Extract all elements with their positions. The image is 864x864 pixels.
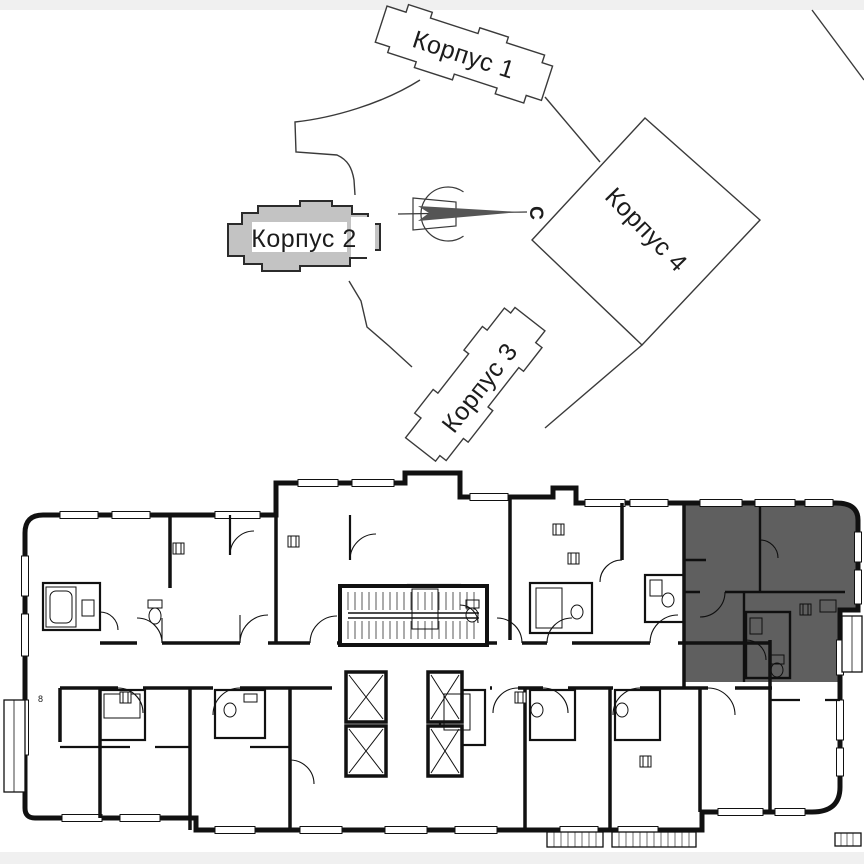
- site-plan: Корпус 1 Корпус 2 Корпус 3 Корпус 4 С: [227, 0, 864, 470]
- selected-apartment-doors: [699, 539, 779, 661]
- compass: С: [397, 186, 546, 242]
- building-korpus-4-outline[interactable]: [531, 117, 762, 346]
- building-korpus-4[interactable]: Корпус 4: [531, 117, 762, 346]
- selected-apartment[interactable]: [684, 503, 858, 682]
- site-boundary-lines: [294, 9, 864, 429]
- balconies: [3, 615, 863, 848]
- building-korpus-2-label-bg: [252, 222, 347, 252]
- unit-number-label: 8: [38, 694, 43, 704]
- building-korpus-3[interactable]: Корпус 3: [399, 299, 551, 470]
- door-arcs: [99, 530, 736, 785]
- building-korpus-2[interactable]: Корпус 2: [227, 200, 381, 272]
- compass-north-label: С: [525, 206, 546, 220]
- staircase: [338, 584, 489, 647]
- building-korpus-3-outline[interactable]: [399, 299, 551, 470]
- elevator-cross-icon: [348, 674, 460, 774]
- building-korpus-2-label: Корпус 2: [251, 225, 356, 253]
- selected-apartment-walls: [684, 505, 845, 682]
- north-arrow-icon: [418, 206, 520, 221]
- building-korpus-2-number-bg: [351, 217, 375, 257]
- elevators: [344, 670, 464, 778]
- vent-icons: [119, 523, 652, 768]
- bottom-strip: [0, 852, 864, 864]
- floor-plan: 8: [3, 470, 863, 848]
- compass-box: [412, 197, 457, 231]
- outer-wall: [22, 470, 861, 833]
- building-korpus-1-outline[interactable]: [372, 0, 557, 108]
- top-strip: [0, 0, 864, 10]
- fixtures: [45, 579, 675, 731]
- windows: [21, 479, 862, 834]
